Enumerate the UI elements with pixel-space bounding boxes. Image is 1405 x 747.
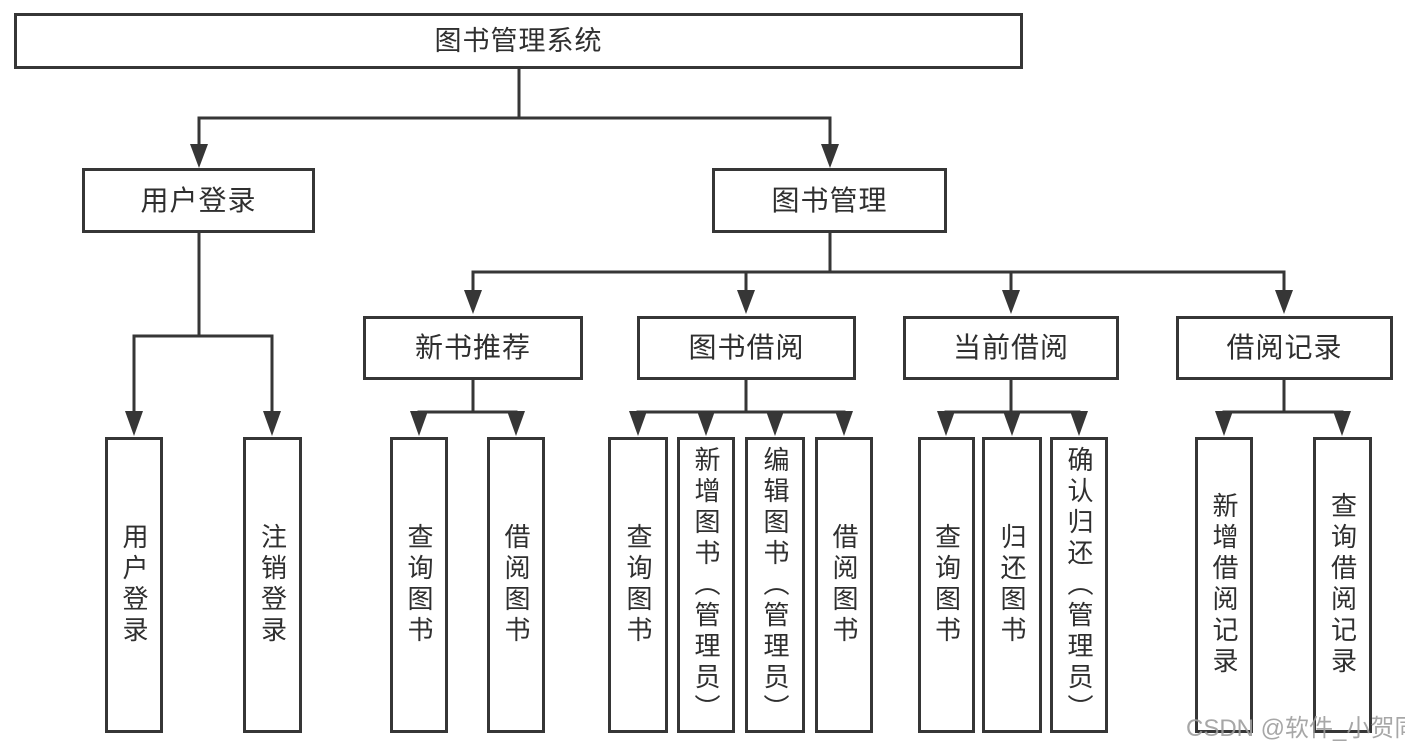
leaf-borrow-books-2: 借阅图书 <box>815 437 873 733</box>
leaf-edit-book-admin-label: 编辑图书（管理员） <box>760 445 790 725</box>
leaf-borrow-books-2-label: 借阅图书 <box>829 523 859 647</box>
leaf-add-book-admin-label: 新增图书（管理员） <box>691 445 721 725</box>
leaf-add-borrow-record-label: 新增借阅记录 <box>1209 492 1239 678</box>
leaf-return-book: 归还图书 <box>982 437 1042 733</box>
watermark: CSDN @软件_小贺同学 <box>1186 715 1405 742</box>
node-user-login: 用户登录 <box>82 168 315 233</box>
leaf-user-login: 用户登录 <box>105 437 163 733</box>
arrow-heads <box>125 144 1351 436</box>
leaf-query-borrow-record: 查询借阅记录 <box>1313 437 1372 733</box>
node-current-borrow: 当前借阅 <box>903 316 1119 380</box>
leaf-add-borrow-record: 新增借阅记录 <box>1195 437 1253 733</box>
node-book-management: 图书管理 <box>712 168 947 233</box>
node-root-label: 图书管理系统 <box>434 25 603 56</box>
node-book-borrow: 图书借阅 <box>637 316 856 380</box>
node-new-book-recommend-label: 新书推荐 <box>414 332 531 363</box>
node-user-login-label: 用户登录 <box>140 184 257 216</box>
leaf-query-books-3: 查询图书 <box>918 437 975 733</box>
leaf-query-books-1-label: 查询图书 <box>404 523 434 647</box>
leaf-user-login-label: 用户登录 <box>119 523 149 647</box>
leaf-query-borrow-record-label: 查询借阅记录 <box>1327 492 1358 678</box>
leaf-edit-book-admin: 编辑图书（管理员） <box>745 437 805 733</box>
node-borrow-record-label: 借阅记录 <box>1226 332 1343 363</box>
node-borrow-record: 借阅记录 <box>1176 316 1393 380</box>
leaf-query-books-1: 查询图书 <box>390 437 448 733</box>
leaf-query-books-2-label: 查询图书 <box>623 523 653 647</box>
node-book-management-label: 图书管理 <box>771 184 888 216</box>
node-root: 图书管理系统 <box>14 13 1023 69</box>
leaf-add-book-admin: 新增图书（管理员） <box>677 437 735 733</box>
leaf-confirm-return-admin: 确认归还（管理员） <box>1050 437 1108 733</box>
leaf-query-books-3-label: 查询图书 <box>931 523 962 647</box>
node-new-book-recommend: 新书推荐 <box>363 316 583 380</box>
leaf-query-books-2: 查询图书 <box>608 437 668 733</box>
leaf-confirm-return-admin-label: 确认归还（管理员） <box>1064 445 1094 725</box>
node-current-borrow-label: 当前借阅 <box>952 332 1069 363</box>
leaf-borrow-books-1-label: 借阅图书 <box>501 523 531 647</box>
leaf-logout-label: 注销登录 <box>257 523 288 647</box>
leaf-borrow-books-1: 借阅图书 <box>487 437 545 733</box>
leaf-logout: 注销登录 <box>243 437 302 733</box>
leaf-return-book-label: 归还图书 <box>997 523 1027 647</box>
node-book-borrow-label: 图书借阅 <box>688 332 805 363</box>
